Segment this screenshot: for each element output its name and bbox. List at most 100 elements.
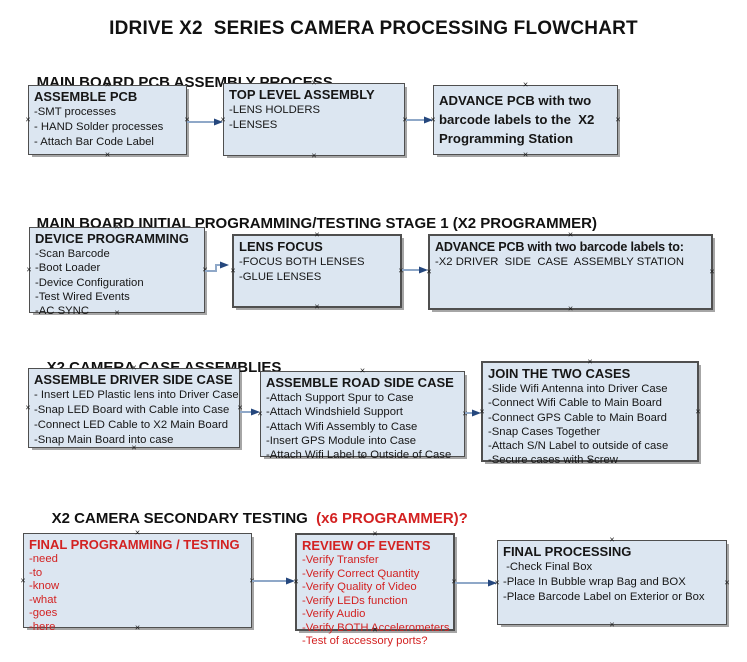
connection-anchor: × [398,265,404,276]
box-item: - Insert LED Plastic lens into Driver Ca… [34,389,239,401]
flow-box-top-level-assembly[interactable]: TOP LEVEL ASSEMBLY -LENS HOLDERS -LENSES… [220,78,408,160]
connection-anchor: × [462,408,468,419]
flow-box-lens-focus[interactable]: LENS FOCUS -FOCUS BOTH LENSES -GLUE LENS… [230,230,404,311]
box-title: ASSEMBLE PCB [34,89,138,104]
box-item: -Verify Transfer [302,554,379,566]
box-item: -Scan Barcode [35,248,110,260]
box-item: -FOCUS BOTH LENSES [239,256,365,268]
box-item: -LENSES [229,119,278,131]
box-item: -Verify Correct Quantity [302,567,420,580]
box-item: -here [29,620,56,633]
box-item: -Place Barcode Label on Exterior or Box [503,591,705,603]
box-item: -Attach Windshield Support [266,406,403,419]
box-item: -to [29,566,43,579]
box-item: -AC SYNC [35,305,89,318]
connection-anchor: × [709,266,715,277]
box-title: JOIN THE TWO CASES [488,366,631,381]
box-title: FINAL PROCESSING [503,544,632,559]
box-title: ADVANCE PCB with two barcode labels to: [435,240,684,254]
connection-anchor: × [451,576,457,587]
section-heading-text: X2 CAMERA SECONDARY TESTING [51,510,317,527]
box-item: -Device Configuration [35,276,144,289]
connection-anchor: × [430,114,436,125]
connection-anchor: × [426,266,432,277]
connection-anchor: × [724,577,730,587]
connection-anchor: × [609,619,615,630]
box-item: -Slide Wifi Antenna into Driver Case [488,383,668,395]
connection-anchor: × [184,114,190,125]
box-item: -Attach Support Spur to Case [266,392,414,404]
connector-arrow[interactable] [205,261,229,272]
connection-anchor: × [293,576,299,587]
box-item: -X2 DRIVER SIDE CASE ASSEMBLY STATION [435,256,685,268]
box-item: -GLUE LENSES [239,271,322,283]
connection-anchor: × [522,149,529,160]
connection-anchor: × [494,577,500,587]
connection-anchor: × [249,575,255,585]
connection-anchor: × [25,402,31,413]
box-item: -what [29,593,57,606]
connection-anchor: × [479,406,485,416]
flow-box-final-programming-testing[interactable]: FINAL PROGRAMMING / TESTING -need -to -k… [20,528,255,633]
flow-box-assemble-pcb[interactable]: ASSEMBLE PCB -SMT processes - HAND Solde… [25,80,190,159]
box-title: ADVANCE PCB with two barcode labels to t… [439,93,599,146]
box-title: ASSEMBLE DRIVER SIDE CASE [34,372,233,387]
connection-anchor: × [25,114,31,125]
flow-box-advance-pcb-programming-station[interactable]: ADVANCE PCB with two barcode labels to t… [430,80,621,159]
box-title: LENS FOCUS [239,239,323,254]
box-item: -Place In Bubble wrap Bag and BOX [503,576,686,588]
box-item: -Test Wired Events [35,290,130,303]
flow-box-final-processing[interactable]: FINAL PROCESSING -Check Final Box -Place… [494,535,730,629]
flow-box-advance-pcb-driver-side-station[interactable]: ADVANCE PCB with two barcode labels to: … [426,230,715,313]
box-item: -Insert GPS Module into Case [266,434,417,447]
box-item: -Test of accessory ports? [302,635,428,647]
box-item: -Verify BOTH Accelerometers [302,621,450,634]
connection-anchor: × [230,265,236,276]
flow-box-assemble-driver-side-case[interactable]: ASSEMBLE DRIVER SIDE CASE - Insert LED P… [25,363,243,452]
box-title: FINAL PROGRAMMING / TESTING [29,537,240,552]
connection-anchor: × [314,301,320,312]
connection-anchor: × [104,149,111,160]
connection-anchor: × [567,303,574,314]
flow-box-review-of-events[interactable]: REVIEW OF EVENTS -Verify Transfer -Verif… [293,529,457,647]
box-item: -Attach Wifi Label to Outside of Case [266,449,452,462]
connection-anchor: × [237,402,243,413]
flow-box-join-the-two-cases[interactable]: JOIN THE TWO CASES -Slide Wifi Antenna i… [479,357,701,466]
box-item: - Attach Bar Code Label [34,136,154,148]
box-item: -Connect Wifi Cable to Main Board [488,397,662,410]
box-title: ASSEMBLE ROAD SIDE CASE [266,375,454,390]
box-item: -Snap Cases Together [488,425,601,438]
box-title: REVIEW OF EVENTS [302,538,431,553]
connection-anchor: × [402,114,408,124]
box-item: -goes [29,607,58,619]
section-heading-red-text: (x6 PROGRAMMER)? [316,510,468,527]
box-item: -need [29,553,58,565]
connection-anchor: × [615,114,621,125]
box-item: -Verify Quality of Video [302,581,417,593]
connection-anchor: × [220,114,226,124]
box-item: -Connect GPS Cable to Main Board [488,411,667,424]
connection-anchor: × [311,150,317,161]
box-item: - HAND Solder processes [34,121,164,133]
box-item: -know [29,580,60,592]
box-item: -Boot Loader [35,262,101,275]
box-title: TOP LEVEL ASSEMBLY [229,87,375,102]
box-item: -Attach Wifi Assembly to Case [266,420,418,433]
box-item: -Snap Main Board into case [34,434,174,446]
flowchart-title: IDRIVE X2 SERIES CAMERA PROCESSING FLOWC… [109,18,638,39]
box-item: -SMT processes [34,106,117,118]
box-item: -Verify Audio [302,608,366,620]
box-item: -Connect LED Cable to X2 Main Board [34,419,229,431]
connection-anchor: × [26,264,32,275]
flow-box-assemble-road-side-case[interactable]: ASSEMBLE ROAD SIDE CASE -Attach Support … [257,366,468,461]
connection-anchor: × [20,575,26,585]
box-item: -Check Final Box [503,561,593,573]
box-item: -LENS HOLDERS [229,104,321,116]
box-item: -Secure cases with Screw [488,454,618,467]
connection-anchor: × [695,406,701,416]
flow-box-device-programming[interactable]: DEVICE PROGRAMMING -Scan Barcode -Boot L… [26,222,207,317]
box-item: -Verify LEDs function [302,594,408,607]
section-heading-secondary-testing: X2 CAMERA SECONDARY TESTING (x6 PROGRAMM… [35,493,468,544]
connection-anchor: × [257,408,263,419]
